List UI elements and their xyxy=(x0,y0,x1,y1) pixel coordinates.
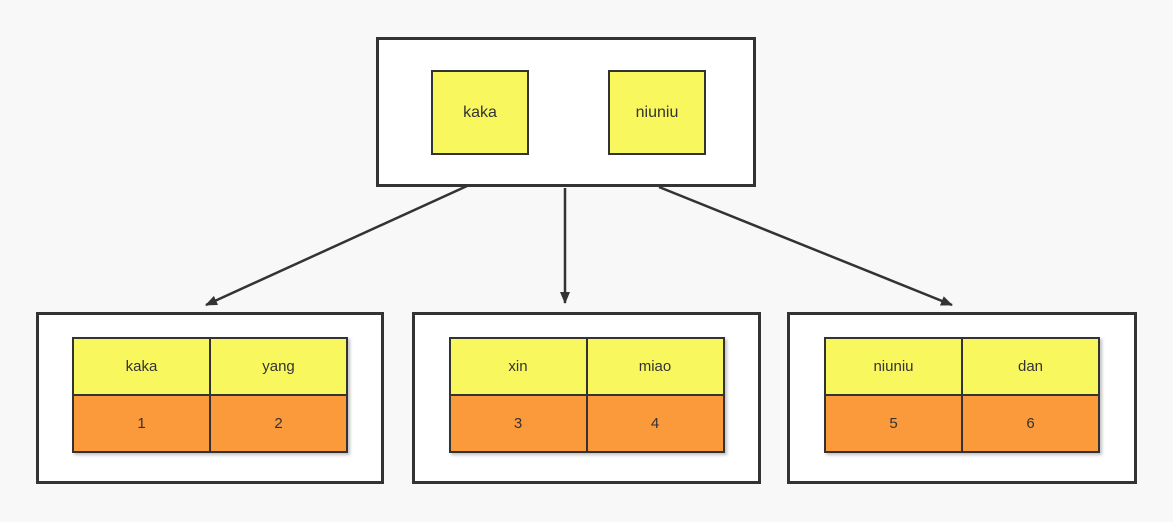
table-header-cell[interactable]: yang xyxy=(209,337,348,396)
arrow-root-to-group-1[interactable] xyxy=(205,184,468,307)
node-label: niuniu xyxy=(635,103,679,121)
data-table-1: kaka yang 1 2 xyxy=(72,337,348,453)
table-value-cell[interactable]: 5 xyxy=(824,394,963,453)
group-node-3[interactable]: niuniu dan 5 6 xyxy=(787,312,1137,484)
table-value-cell[interactable]: 1 xyxy=(72,394,211,453)
root-node[interactable]: kaka niuniu xyxy=(376,37,756,187)
node-kaka[interactable]: kaka xyxy=(431,70,529,155)
table-header-cell[interactable]: dan xyxy=(961,337,1100,396)
data-table-3: niuniu dan 5 6 xyxy=(824,337,1100,453)
group-node-1[interactable]: kaka yang 1 2 xyxy=(36,312,384,484)
table-header-cell[interactable]: kaka xyxy=(72,337,211,396)
table-header-cell[interactable]: xin xyxy=(448,337,588,396)
table-value-row: 5 6 xyxy=(824,394,1100,453)
table-value-row: 3 4 xyxy=(448,394,725,453)
node-label: kaka xyxy=(463,103,497,121)
table-value-row: 1 2 xyxy=(72,394,348,453)
table-header-row: niuniu dan xyxy=(824,337,1100,396)
table-value-cell[interactable]: 3 xyxy=(448,394,588,453)
data-table-2: xin miao 3 4 xyxy=(448,337,725,453)
table-header-row: xin miao xyxy=(448,337,725,396)
table-header-row: kaka yang xyxy=(72,337,348,396)
arrow-root-to-group-3[interactable] xyxy=(658,185,953,307)
table-header-cell[interactable]: niuniu xyxy=(824,337,963,396)
table-value-cell[interactable]: 2 xyxy=(209,394,348,453)
group-node-2[interactable]: xin miao 3 4 xyxy=(412,312,761,484)
table-value-cell[interactable]: 4 xyxy=(585,394,725,453)
table-header-cell[interactable]: miao xyxy=(585,337,725,396)
node-niuniu[interactable]: niuniu xyxy=(608,70,706,155)
table-value-cell[interactable]: 6 xyxy=(961,394,1100,453)
